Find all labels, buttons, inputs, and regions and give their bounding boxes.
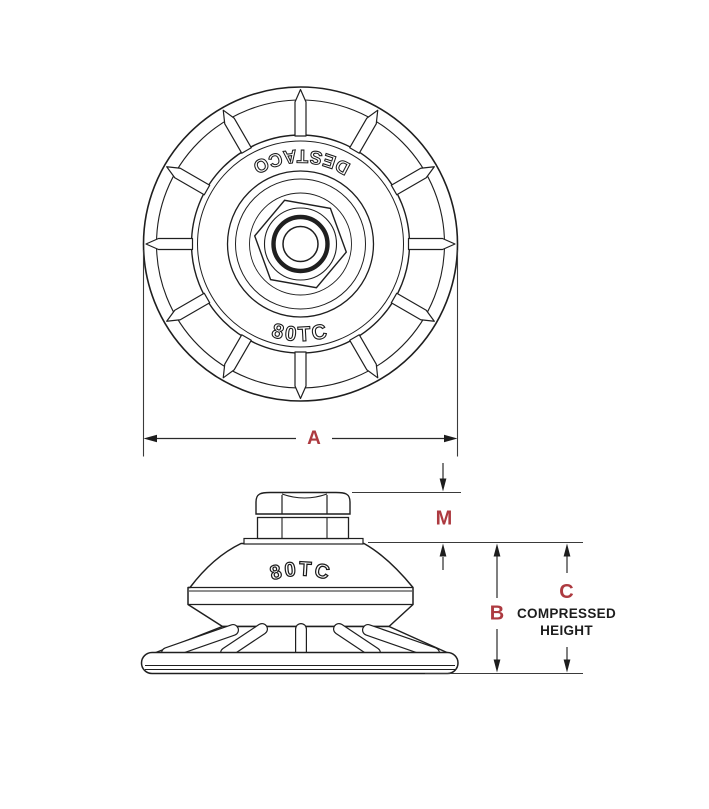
bell-body bbox=[187, 542, 414, 628]
dim-label-c: C bbox=[559, 581, 573, 603]
dim-b-arrow-down-icon bbox=[493, 659, 501, 673]
bell-edge-circle-outer bbox=[226, 170, 375, 318]
model-engraving-top: 80TC bbox=[270, 319, 332, 346]
dim-a-arrow-right-icon bbox=[444, 434, 458, 443]
bold-seal-ring bbox=[271, 214, 330, 274]
spoke-base-circle-inner bbox=[197, 140, 404, 348]
hex-fitting bbox=[255, 491, 351, 540]
side-view: 80TC bbox=[140, 491, 459, 675]
hex-nut-upper bbox=[255, 491, 351, 515]
dimension-c: C COMPRESSED HEIGHT bbox=[517, 543, 616, 673]
center-hole bbox=[282, 225, 319, 263]
skirt-ribs bbox=[161, 623, 440, 659]
washer-circle bbox=[263, 207, 338, 281]
side-dimensions: M B C COMPRESSED HEIGHT bbox=[352, 463, 616, 675]
hex-clearance-circle bbox=[249, 192, 352, 296]
dimension-m: M bbox=[436, 463, 453, 570]
sealing-lip bbox=[140, 651, 459, 675]
dim-c-arrow-down-icon bbox=[563, 659, 571, 673]
dimension-a: A bbox=[142, 250, 459, 457]
spoke-base-circle-outer bbox=[190, 134, 411, 354]
dim-label-b: B bbox=[490, 603, 504, 625]
bell-edge-circle-inner bbox=[235, 178, 366, 310]
hex-nut-lower bbox=[256, 516, 350, 540]
outer-rim-circle bbox=[142, 86, 459, 402]
dim-label-m: M bbox=[436, 508, 453, 530]
hex-nut-top-view bbox=[253, 199, 348, 289]
dim-c-arrow-up-icon bbox=[563, 543, 571, 557]
mounting-flange bbox=[243, 537, 364, 545]
dim-a-arrow-left-icon bbox=[143, 434, 157, 443]
svg-text:DESTACO: DESTACO bbox=[248, 146, 353, 180]
dim-label-a: A bbox=[307, 428, 321, 449]
dim-b-arrow-up-icon bbox=[493, 543, 501, 557]
top-view: DESTACO 80TC A bbox=[142, 86, 459, 457]
brand-engraving-text: DESTACO bbox=[247, 145, 353, 180]
compressed-caption-line1: COMPRESSED bbox=[517, 606, 616, 621]
dim-m-arrow-up-icon bbox=[439, 543, 447, 557]
dimension-b: B bbox=[490, 543, 504, 673]
brand-engraving: DESTACO bbox=[247, 145, 353, 180]
dim-m-arrow-down-icon bbox=[439, 478, 447, 492]
compressed-caption-line2: HEIGHT bbox=[540, 623, 593, 638]
radial-spokes bbox=[145, 88, 456, 400]
